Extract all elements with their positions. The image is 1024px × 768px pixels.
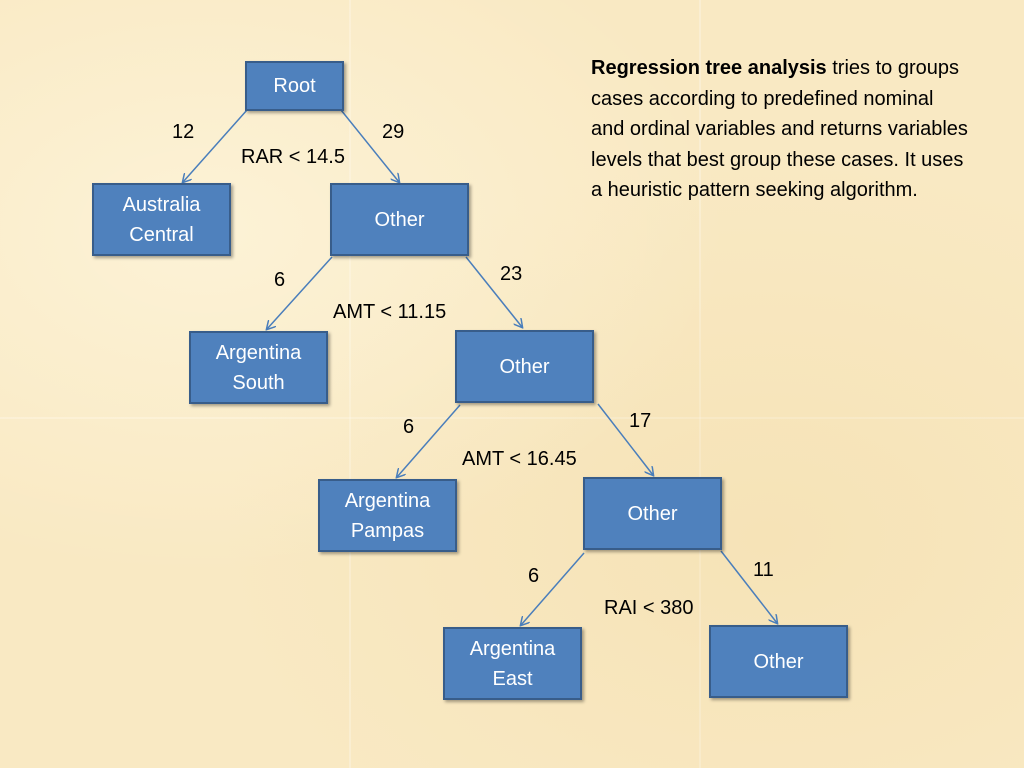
node-other-3: Other [583,477,722,550]
count-label: 23 [500,263,523,285]
node-other-2: Other [455,330,594,403]
edge-root-other-1 [340,109,399,182]
description-paragraph: Regression tree analysis tries to groups… [591,53,971,206]
count-label: 11 [753,559,774,581]
count-label: 17 [629,410,652,432]
count-label: 12 [172,121,195,143]
node-argentina-south: Argentina South [189,331,328,404]
description-text: tries to groups cases according to prede… [591,57,968,201]
node-other-4: Other [709,625,848,698]
count-label: 6 [403,416,415,438]
edge-root-australia-central [183,109,248,182]
split-label-amt-2: AMT < 16.45 [462,448,577,470]
edge-other-1-argentina-south [267,256,333,329]
count-label: 29 [382,121,405,143]
split-label-amt-1: AMT < 11.15 [333,301,447,323]
edge-other-2-other-3 [597,403,653,475]
edge-other-2-argentina-pampas [397,404,461,477]
count-label: 6 [528,565,540,587]
node-argentina-pampas: Argentina Pampas [318,479,457,552]
count-label: 6 [274,269,286,291]
split-label-rai: RAI < 380 [604,597,694,619]
node-australia-central: Australia Central [92,183,231,256]
node-root: Root [245,61,344,111]
node-other-1: Other [330,183,469,256]
edge-other-3-argentina-east [521,552,585,625]
node-argentina-east: Argentina East [443,627,582,700]
edge-other-3-other-4 [720,550,777,623]
split-label-rar: RAR < 14.5 [241,146,345,168]
description-heading: Regression tree analysis [591,57,827,79]
edge-other-1-other-2 [465,256,522,327]
